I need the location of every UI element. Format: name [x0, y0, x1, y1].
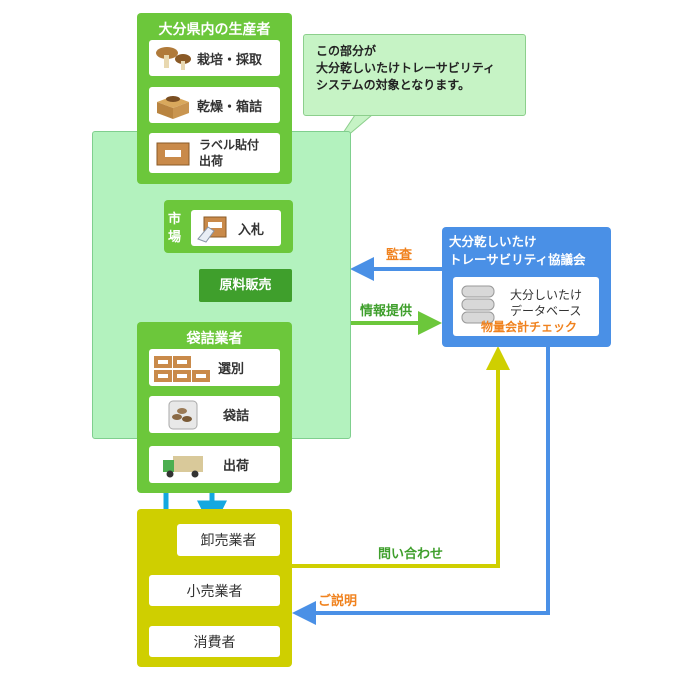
database-icon: [461, 285, 495, 324]
labeled-box-icon: [156, 142, 190, 166]
step-ship-out-label: 出荷: [223, 459, 250, 474]
inventory-check-label: 物量会計チェック: [481, 320, 578, 334]
step-material-sale: 原料販売: [199, 269, 292, 302]
step-sort-label: 選別: [218, 362, 245, 377]
step-cultivate-label: 栽培・採取: [197, 52, 263, 68]
step-dry-pack-label: 乾燥・箱詰: [197, 99, 263, 115]
market-title-top: 市: [168, 212, 182, 227]
info-provision-label: 情報提供: [360, 304, 413, 319]
truck-icon: [163, 455, 203, 477]
auction-hand-icon: [197, 216, 227, 243]
scope-note-line1: この部分が: [316, 44, 377, 58]
retailer-box: 小売業者: [149, 575, 280, 606]
bagged-mushrooms-icon: [168, 400, 198, 429]
market-title-bottom: 場: [168, 230, 182, 245]
database-box: 大分しいたけ データベース 物量会計チェック: [453, 277, 599, 336]
step-label-label: ラベル貼付: [199, 138, 260, 152]
explanation-label: ご説明: [318, 594, 358, 609]
inquiry-label: 問い合わせ: [378, 547, 444, 562]
step-bid-label: 入札: [238, 222, 265, 238]
arrow-inquiry: [292, 346, 510, 568]
step-bag: 袋詰: [149, 396, 280, 433]
audit-label: 監査: [386, 248, 413, 263]
consumer-box: 消費者: [149, 626, 280, 657]
arrow-explain: [292, 347, 550, 625]
consumer-label: 消費者: [193, 634, 236, 651]
producer-title: 大分県内の生産者: [158, 22, 271, 38]
scope-note-line2: 大分乾しいたけトレーサビリティ: [316, 61, 496, 75]
retailer-label: 小売業者: [186, 583, 243, 600]
step-ship-label: 出荷: [199, 154, 224, 168]
step-bid: 入札: [191, 210, 281, 246]
step-cultivate: 栽培・採取: [149, 40, 280, 76]
scope-note-bubble: この部分が 大分乾しいたけトレーサビリティ システムの対象となります。: [303, 34, 526, 116]
step-dry-pack: 乾燥・箱詰: [149, 87, 280, 123]
boxes-icon: [154, 355, 210, 382]
bagger-title: 袋詰業者: [186, 331, 243, 347]
wholesaler-label: 卸売業者: [200, 533, 257, 549]
step-ship-out: 出荷: [149, 446, 280, 483]
council-title-line1: 大分乾しいたけ: [449, 234, 537, 249]
step-sort: 選別: [149, 349, 280, 386]
wholesaler-box: 卸売業者: [177, 524, 280, 556]
council-title-line2: トレーサビリティ協議会: [449, 252, 586, 267]
db-line1: 大分しいたけ: [510, 288, 583, 302]
mushroom-icon: [156, 47, 191, 70]
db-line2: データベース: [510, 304, 582, 318]
step-bag-label: 袋詰: [223, 409, 250, 424]
box-icon: [157, 96, 189, 119]
scope-note-line3: システムの対象となります。: [316, 78, 471, 92]
step-label-ship: ラベル貼付 出荷: [149, 133, 280, 173]
